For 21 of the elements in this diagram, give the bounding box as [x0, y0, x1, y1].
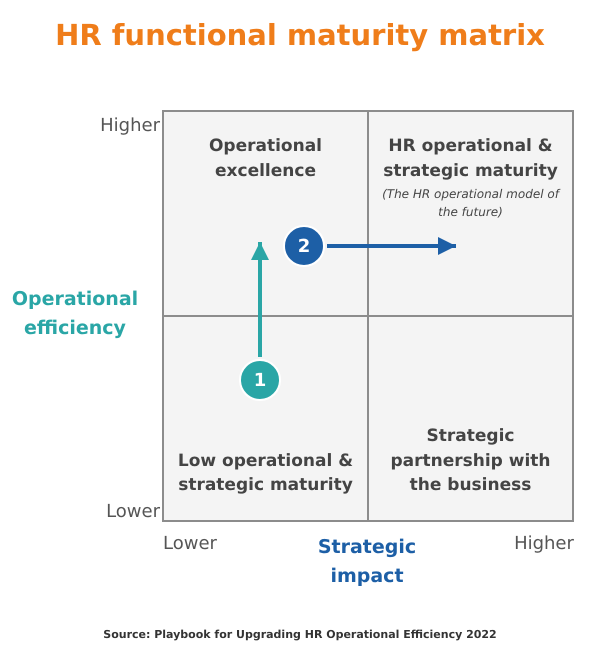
quadrant-heading: HR operational & strategic maturity	[382, 135, 559, 183]
quadrant-heading: Operational excellence	[208, 135, 324, 183]
quadrant-panel	[367, 110, 574, 317]
arrow	[251, 242, 269, 357]
quadrant-panel	[162, 110, 369, 317]
axis-tick-label: Lower	[105, 501, 160, 522]
title: HR functional maturity matrix	[54, 18, 546, 52]
quadrant-subtitle: (The HR operational model of the future)	[381, 186, 562, 222]
quadrant-panel	[367, 315, 574, 522]
axis-title: Strategic impact	[316, 535, 418, 588]
axis-title: Operational efficiency	[10, 287, 140, 340]
source-note: Source: Playbook for Upgrading HR Operational Efficiency 2022	[102, 628, 498, 641]
arrow	[327, 237, 456, 255]
number-circle: 1	[239, 359, 281, 401]
number-circle: 2	[283, 225, 325, 267]
axis-tick-label: Lower	[162, 533, 218, 554]
axis-tick-label: Higher	[99, 115, 160, 136]
axis-tick-label: Higher	[513, 533, 575, 554]
quadrant-panel	[162, 315, 369, 522]
quadrant-heading: Strategic partnership with the business	[389, 425, 552, 498]
quadrant-heading: Low operational & strategic maturity	[176, 450, 354, 498]
